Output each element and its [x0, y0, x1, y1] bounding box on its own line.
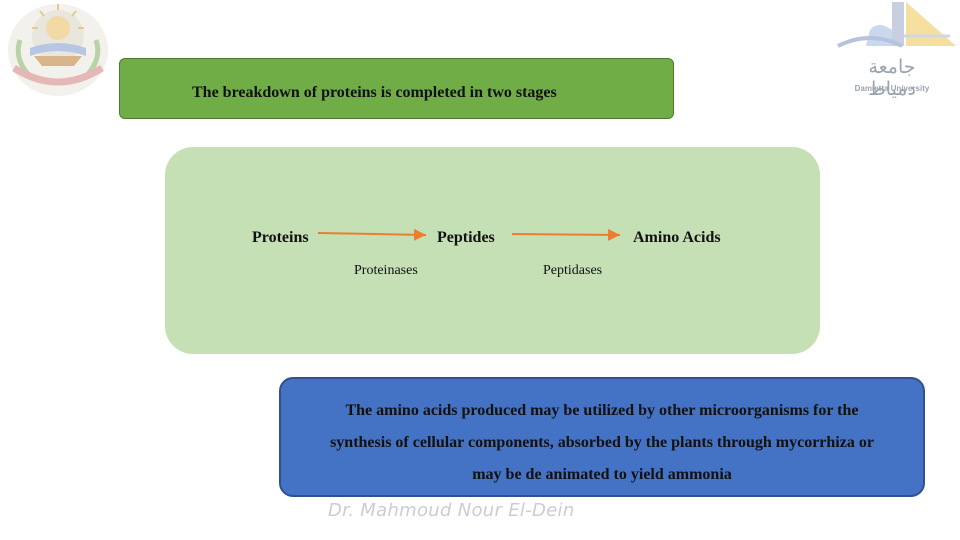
proteinases-label: Proteinases	[354, 263, 418, 278]
faculty-seal-logo	[0, 0, 120, 100]
arrow-proteins-to-peptides	[317, 228, 427, 241]
peptidases-label: Peptidases	[543, 263, 603, 278]
amino-acids-label: Amino Acids	[633, 229, 721, 246]
arrow-peptides-to-amino-acids	[511, 228, 621, 241]
slide-title: The breakdown of proteins is completed i…	[192, 84, 557, 101]
author-watermark: Dr. Mahmoud Nour El-Dein	[328, 500, 575, 521]
proteins-label: Proteins	[252, 229, 309, 246]
university-logo	[830, 0, 960, 100]
note-line-3: may be de animated to yield ammonia	[472, 466, 732, 483]
university-name-arabic: جامعة دمياط	[868, 56, 916, 100]
note-line-1: The amino acids produced may be utilized…	[345, 402, 859, 419]
note-line-2: synthesis of cellular components, absorb…	[330, 434, 874, 451]
title-box: The breakdown of proteins is completed i…	[119, 58, 674, 119]
university-name-english: Damietta University	[854, 84, 930, 93]
note-box: The amino acids produced may be utilized…	[279, 377, 925, 497]
peptides-label: Peptides	[437, 229, 495, 246]
pathway-panel	[165, 147, 820, 354]
